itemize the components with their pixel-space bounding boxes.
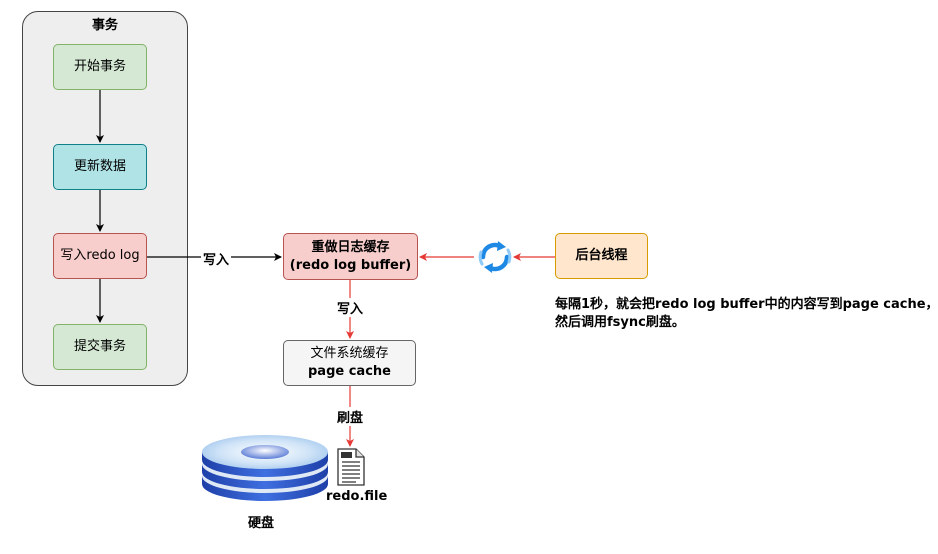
edge-label-write-1: 写入 [201, 249, 232, 268]
commit-transaction-node: 提交事务 [53, 324, 147, 370]
file-label: redo.file [326, 489, 388, 504]
redo-log-buffer-title: 重做日志缓存 [311, 239, 390, 255]
edge-label-flush: 刷盘 [336, 407, 365, 426]
page-cache-subtitle: page cache [308, 364, 391, 379]
sync-arrows-icon [478, 241, 512, 273]
note-line-2: 然后调用fsync刷盘。 [555, 315, 685, 330]
edge-label-write-2: 写入 [336, 298, 365, 317]
background-thread-node: 后台线程 [555, 233, 648, 279]
redo-log-buffer-subtitle: (redo log buffer) [289, 257, 412, 273]
page-cache-title: 文件系统缓存 [310, 346, 389, 361]
redo-log-buffer-node: 重做日志缓存 (redo log buffer) [283, 233, 418, 280]
hard-disk-icon [202, 435, 328, 501]
start-transaction-node: 开始事务 [53, 44, 147, 90]
update-data-node: 更新数据 [53, 144, 147, 190]
transaction-group-title: 事务 [91, 18, 118, 33]
disk-label: 硬盘 [248, 516, 275, 531]
file-icon [337, 448, 365, 486]
write-redo-log-node: 写入redo log [53, 233, 147, 279]
note-line-1: 每隔1秒，就会把redo log buffer中的内容写到page cache， [555, 297, 938, 312]
page-cache-node: 文件系统缓存 page cache [283, 340, 416, 386]
